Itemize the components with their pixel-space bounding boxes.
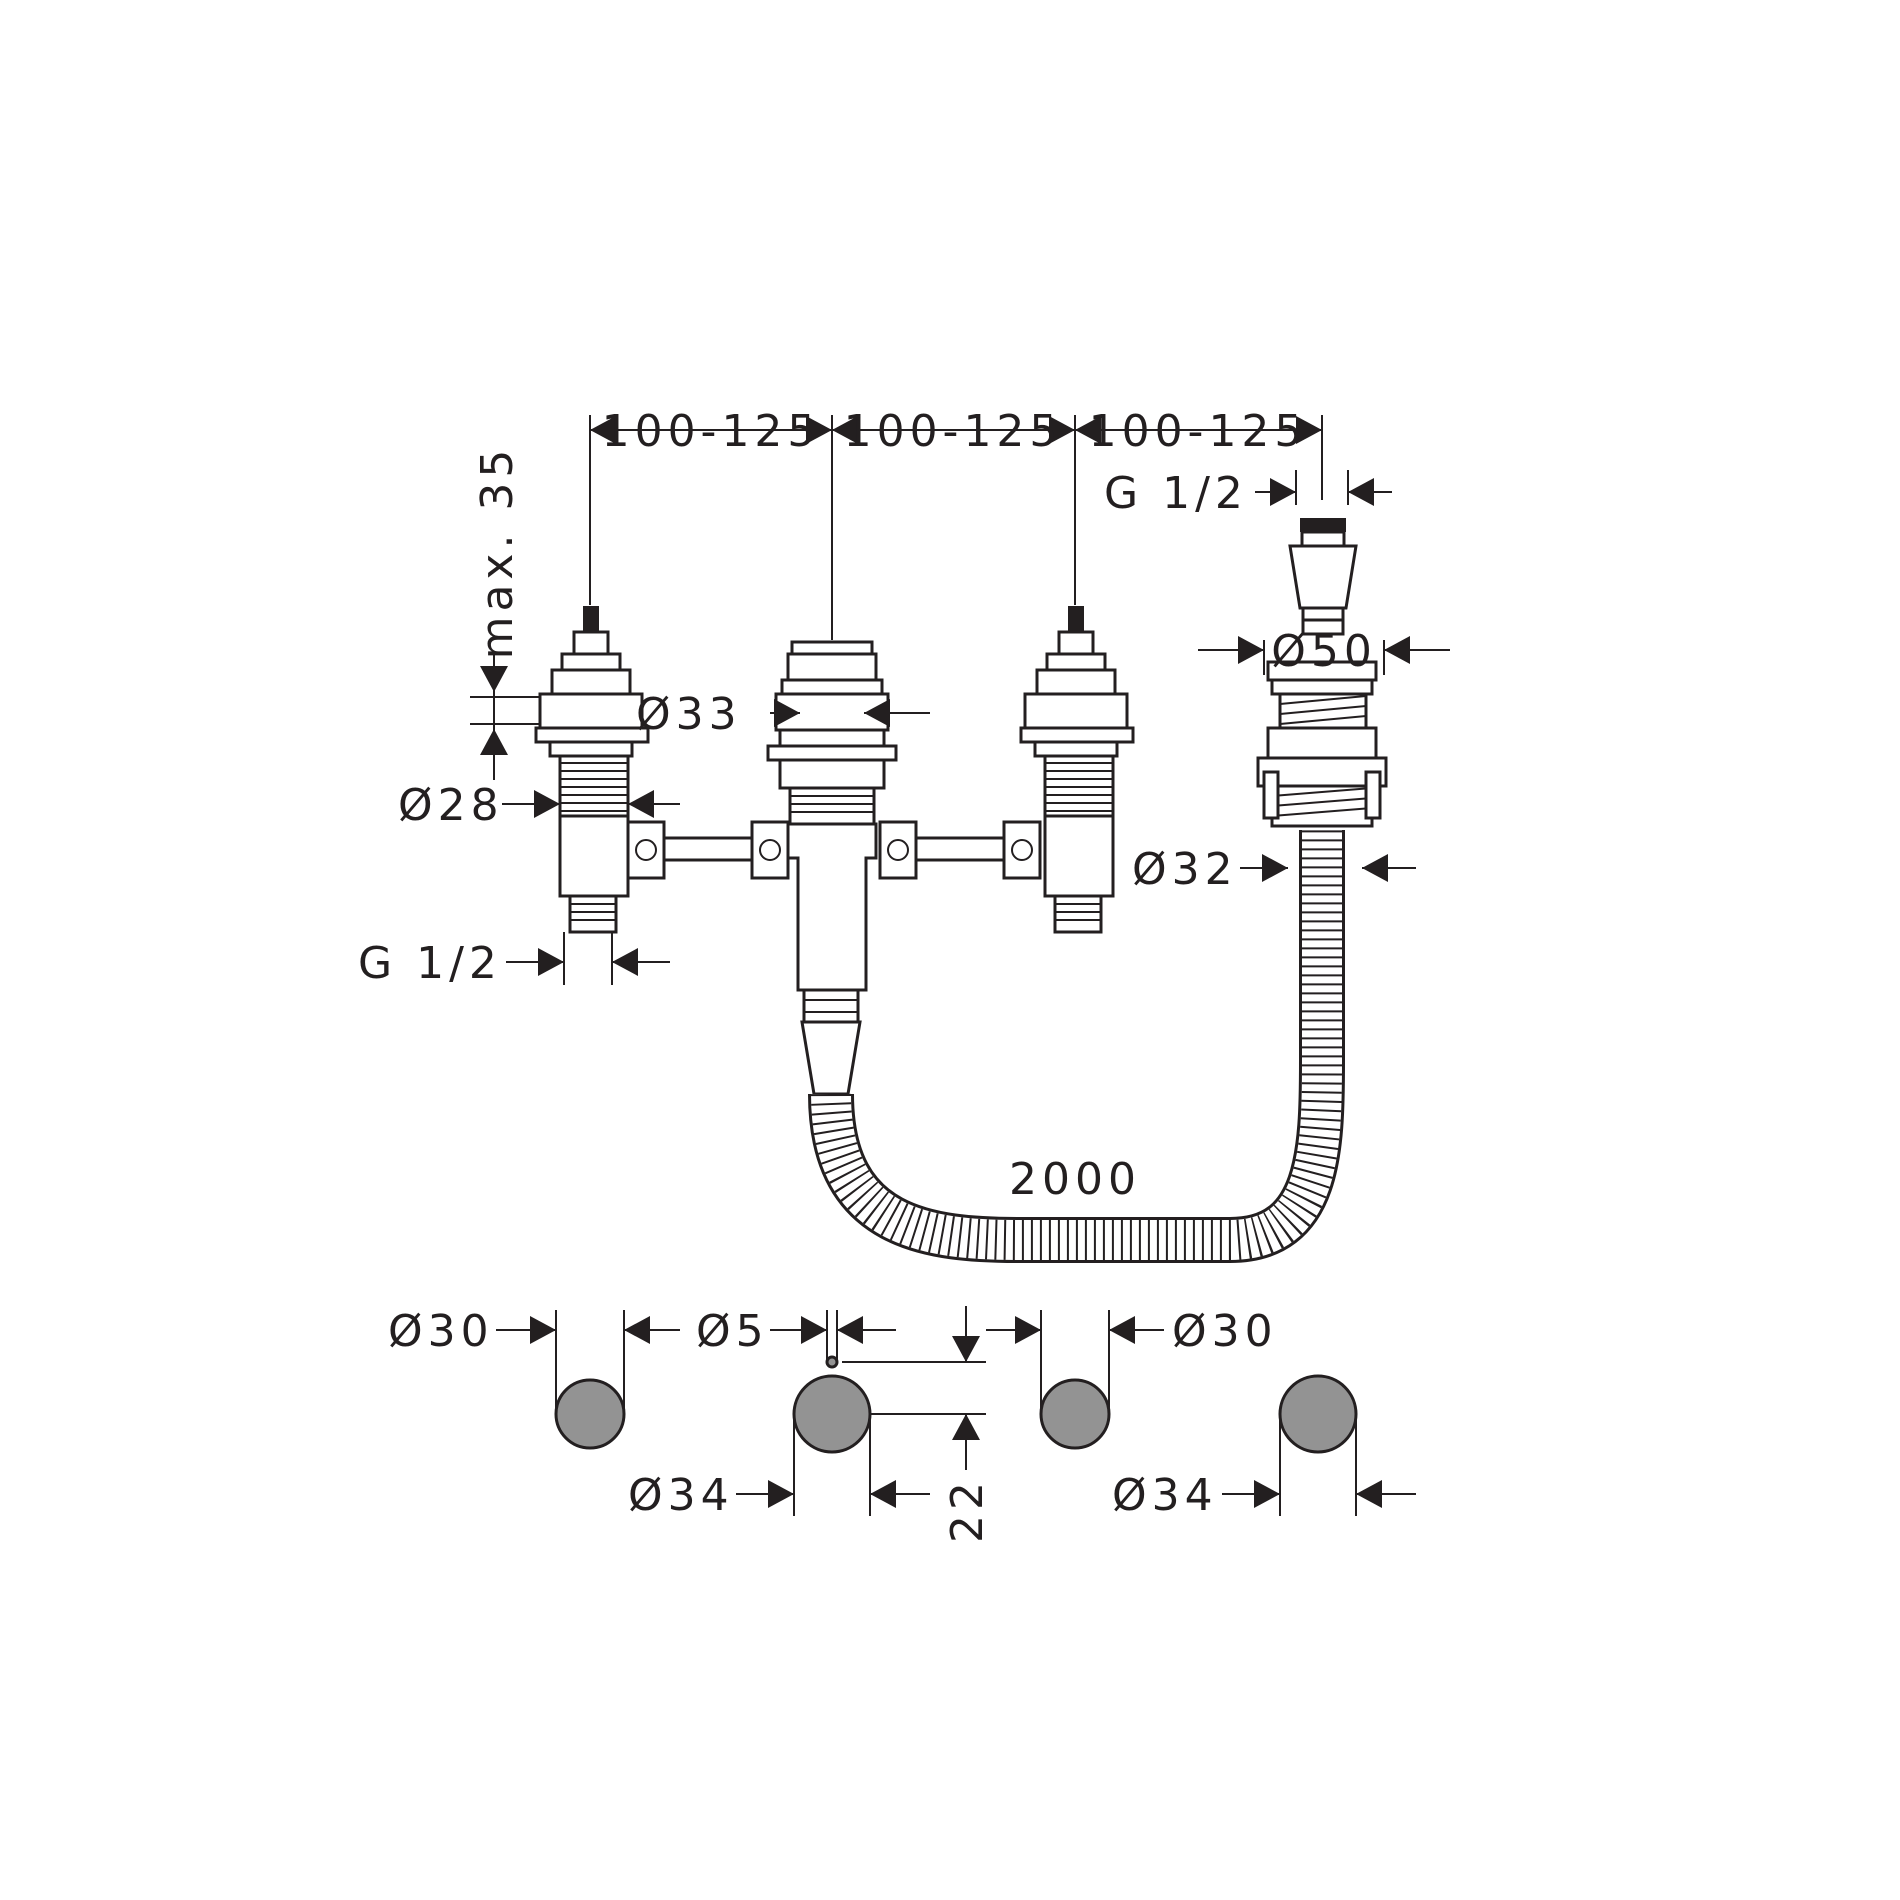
max-height-dimension: max. 35 xyxy=(470,445,560,780)
dimension-label: Ø34 xyxy=(628,1470,734,1521)
right-valve xyxy=(1019,606,1135,934)
dimension-label: Ø34 xyxy=(1112,1470,1218,1521)
valve-stem-dimension: Ø28 xyxy=(398,780,680,831)
left-valve xyxy=(534,606,650,985)
dimension-label: 100-125 xyxy=(602,406,821,457)
spout-flange-dimension: Ø50 xyxy=(1198,626,1450,677)
hose-dimension: Ø32 xyxy=(1132,844,1416,895)
dimension-label: Ø32 xyxy=(1132,844,1238,895)
drill-hole-left-valve xyxy=(554,1378,626,1450)
mixer-body xyxy=(766,640,898,1096)
hose xyxy=(808,830,1345,1263)
dimension-label: Ø30 xyxy=(388,1306,494,1357)
dimension-label: Ø5 xyxy=(696,1306,769,1357)
drill-hole-mixer xyxy=(792,1374,872,1454)
dimension-label: G 1/2 xyxy=(1104,468,1248,519)
drill-hole-spout xyxy=(1278,1374,1358,1454)
dimension-label: Ø30 xyxy=(1172,1306,1278,1357)
dimension-label: Ø28 xyxy=(398,780,504,831)
dimension-label: Ø50 xyxy=(1271,626,1377,677)
spout-assembly xyxy=(1256,518,1388,828)
pin-hole xyxy=(825,1355,839,1369)
dimension-label: 100-125 xyxy=(844,406,1063,457)
dimension-label: G 1/2 xyxy=(358,938,502,989)
dimension-label: Ø33 xyxy=(636,689,742,740)
hose-length-label: 2000 xyxy=(1009,1154,1141,1205)
drill-hole-right-valve xyxy=(1039,1378,1111,1450)
spout-thread-dimension: G 1/2 xyxy=(1104,468,1392,519)
dimension-label: 100-125 xyxy=(1089,406,1308,457)
dimension-label: max. 35 xyxy=(472,445,523,660)
drill-hole-pattern: Ø30 Ø5 Ø30 22 Ø34 xyxy=(388,1306,1416,1543)
valve-thread-dimension: G 1/2 xyxy=(358,938,670,989)
dimension-label: 22 xyxy=(942,1477,993,1543)
top-dimension-chain: 100-125 100-125 100-125 xyxy=(589,406,1323,640)
mixer-body-dimension: Ø33 xyxy=(636,689,930,740)
